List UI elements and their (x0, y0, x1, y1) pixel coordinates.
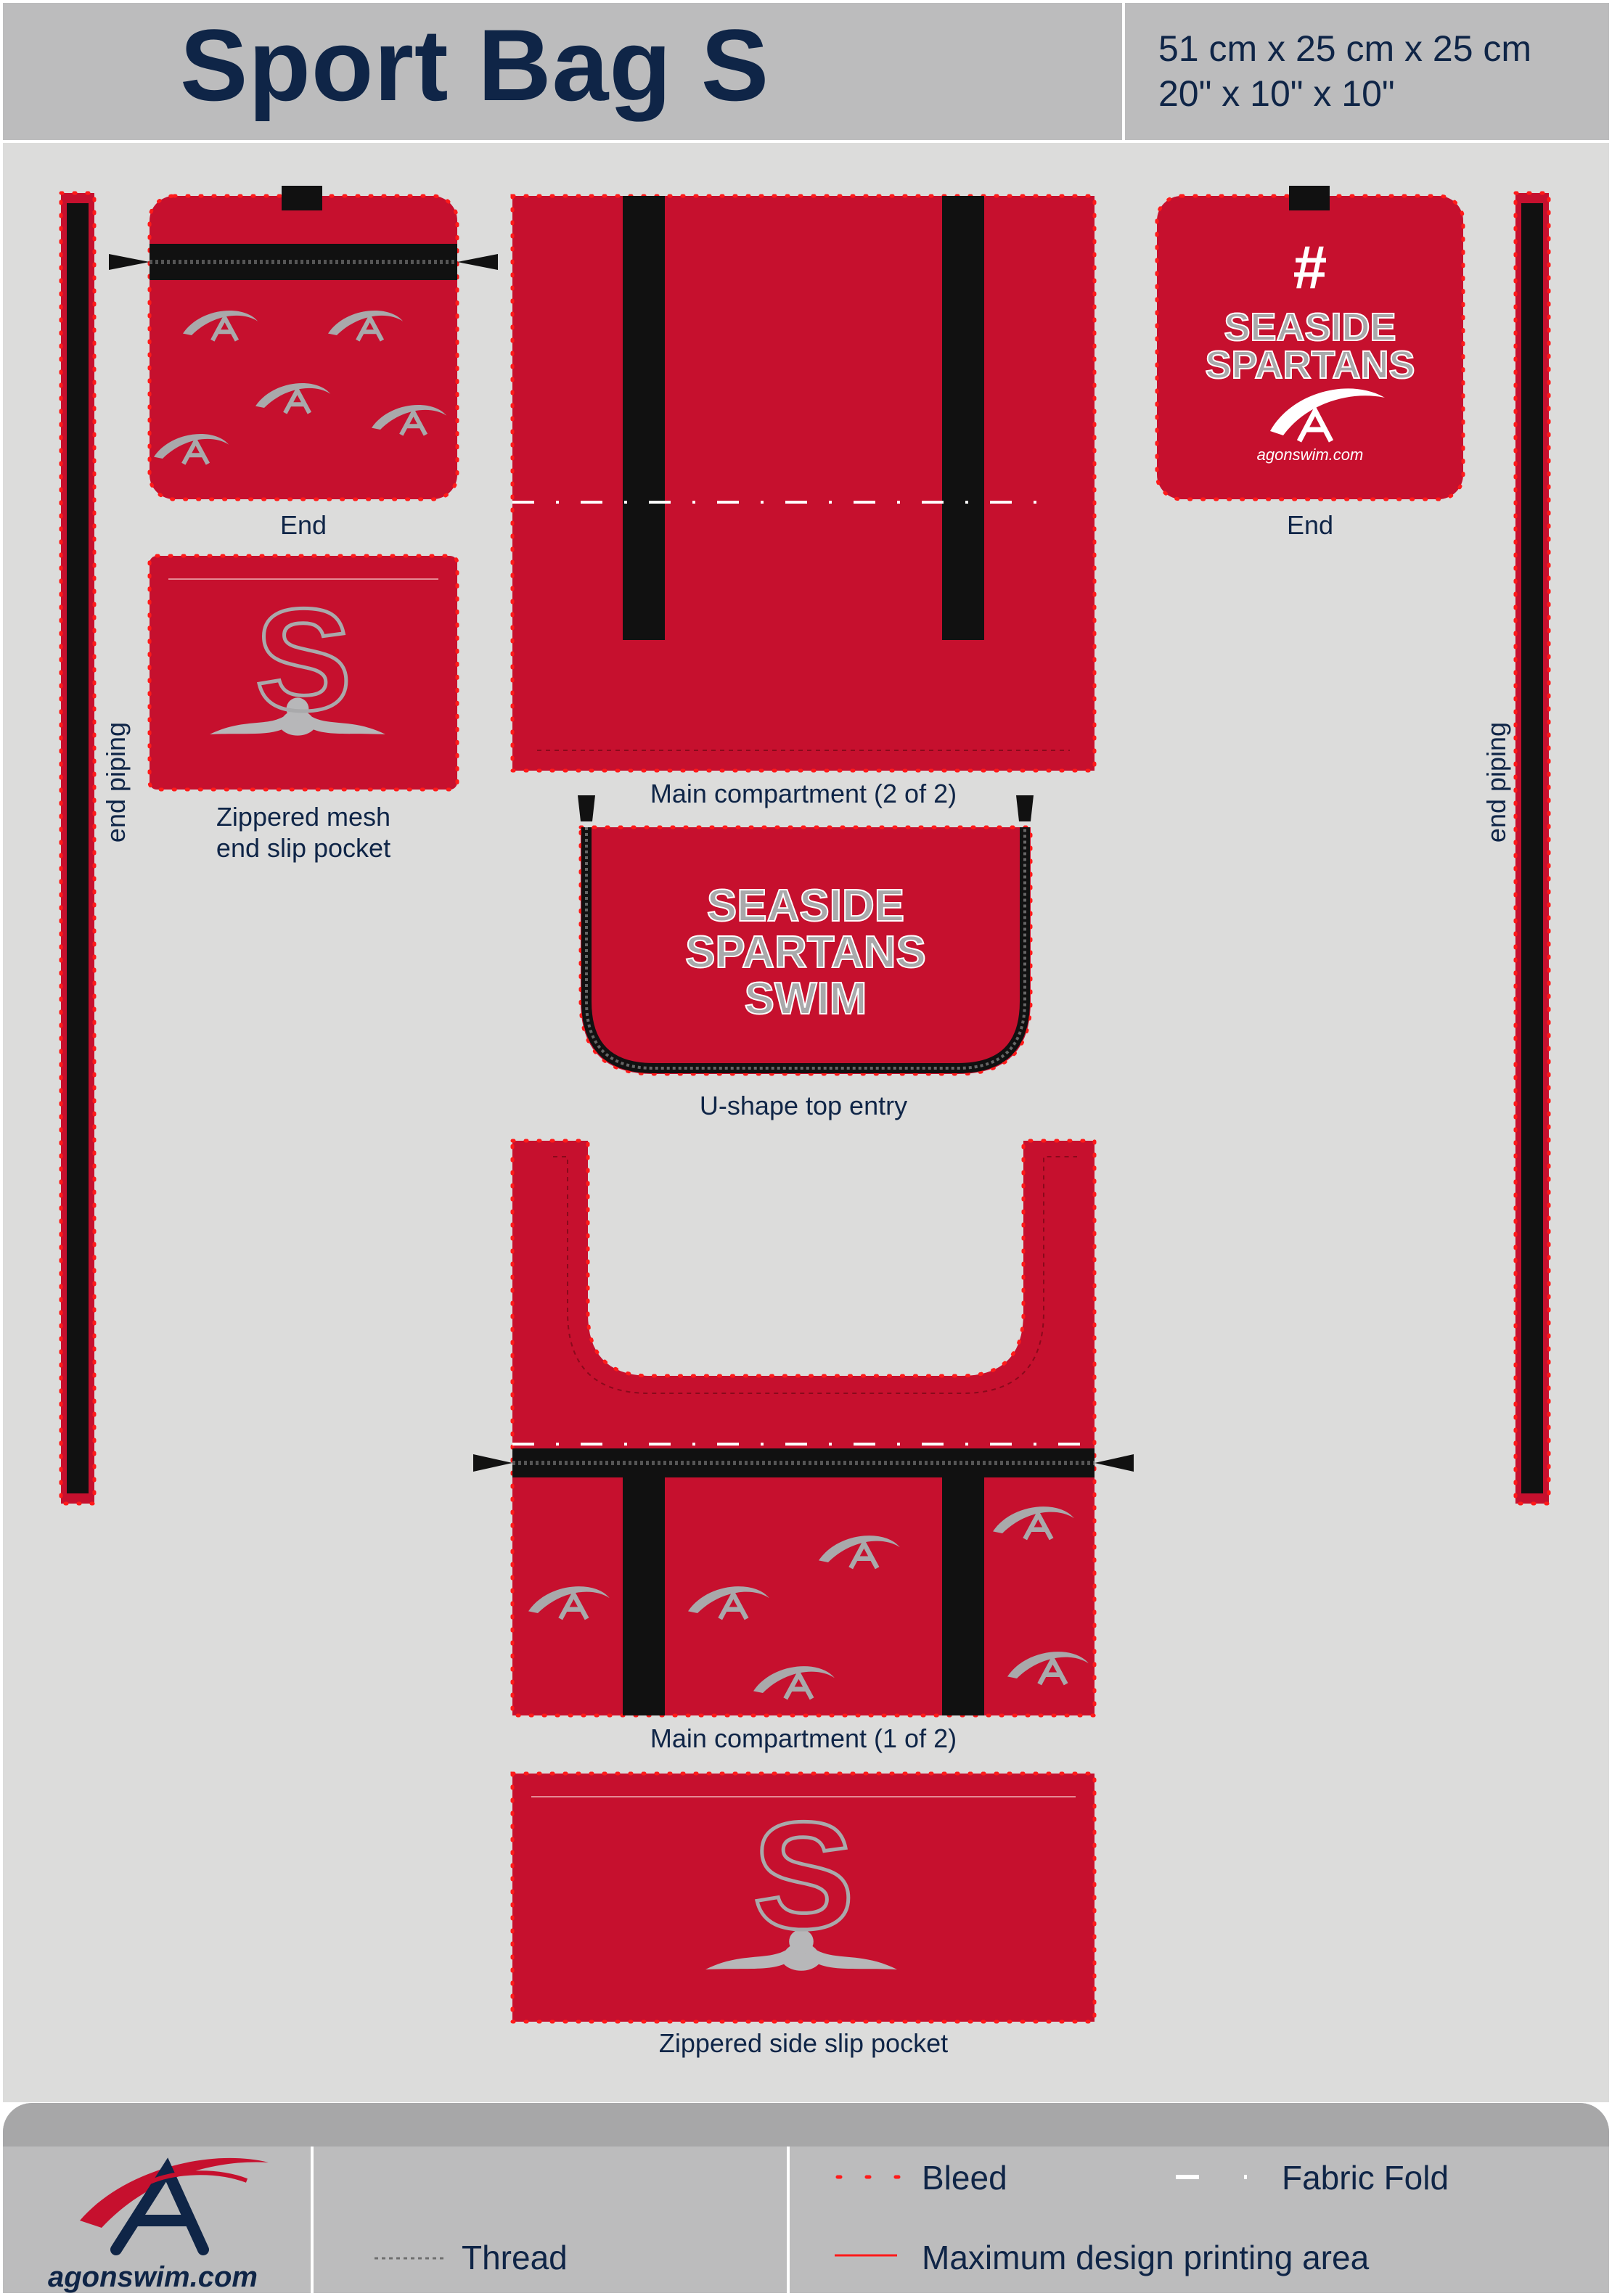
header-divider (1122, 3, 1125, 140)
pocket-letter-mark: S (253, 579, 353, 741)
label-main-1: Main compartment (1 of 2) (650, 1723, 957, 1753)
footer-legend-cell (790, 2147, 1609, 2293)
label-main-2: Main compartment (2 of 2) (650, 779, 957, 808)
u-team-line2: SPARTANS (684, 927, 927, 977)
label-side-pocket: Zippered side slip pocket (658, 2028, 949, 2058)
agon-logo-icon (80, 2157, 269, 2255)
footer-thread-cell (314, 2147, 787, 2293)
legend-footer (3, 2103, 1609, 2293)
end-team-line1: SEASIDE (1223, 306, 1396, 349)
end-team-line2: SPARTANS (1204, 343, 1415, 387)
main-compartment-1-panel (473, 1139, 1134, 1718)
end-brand-url: agonswim.com (1256, 446, 1364, 464)
label-u-shape: U-shape top entry (699, 1091, 908, 1120)
end-pocket-panel (147, 554, 459, 792)
dimensions-in: 20" x 10" x 10" (1158, 73, 1395, 114)
legend-bleed: Bleed (922, 2159, 1007, 2197)
end-piping-right (1513, 191, 1551, 1506)
number-placeholder: # (1293, 233, 1327, 301)
footer-band (3, 2103, 1609, 2147)
u-shape-panel (578, 795, 1034, 1076)
footer-brand-url: agonswim.com (48, 2261, 258, 2293)
u-team-line3: SWIM (744, 974, 868, 1024)
legend-thread: Thread (462, 2239, 568, 2276)
legend-fabric-fold: Fabric Fold (1282, 2159, 1449, 2197)
dimensions-cm: 51 cm x 25 cm x 25 cm (1158, 28, 1532, 69)
legend-max-area: Maximum design printing area (922, 2239, 1370, 2276)
footer-separator (787, 2147, 790, 2293)
label-end-pocket: Zippered mesh end slip pocket (216, 802, 391, 864)
page-title: Sport Bag S (180, 8, 770, 122)
side-pocket-panel (510, 1771, 1097, 2024)
footer-separator (311, 2147, 314, 2293)
header-bar (3, 3, 1609, 140)
end-piping-left (59, 191, 97, 1506)
label-end-left: End (279, 510, 327, 540)
side-pocket-letter-mark: S (750, 1790, 856, 1961)
end-panel-left (109, 186, 498, 501)
main-compartment-2-panel (510, 194, 1097, 773)
label-end-right: End (1286, 510, 1334, 540)
end-panel-right (1155, 186, 1465, 501)
u-team-line1: SEASIDE (706, 881, 905, 931)
